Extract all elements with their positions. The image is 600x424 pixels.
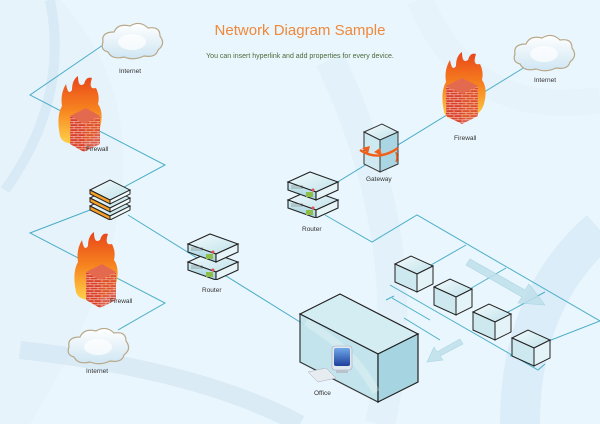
box-icon [393, 255, 435, 293]
internet-top-left-label: Internet [119, 68, 142, 75]
office[interactable] [296, 292, 422, 409]
connector-router-backbone [324, 214, 600, 357]
internet-right-label: Internet [534, 77, 557, 84]
gateway[interactable] [358, 122, 402, 179]
flow-arrow-right [465, 258, 546, 306]
cloud-icon [101, 22, 164, 60]
box-icon [510, 329, 552, 367]
router-icon [186, 233, 240, 281]
switch-stack[interactable] [88, 176, 132, 225]
router-upper[interactable] [286, 170, 340, 223]
workstation-box-2[interactable] [432, 277, 476, 322]
router-center[interactable] [186, 232, 240, 285]
router-center-label: Router [202, 287, 222, 294]
office-building-icon [298, 293, 420, 403]
firewall-right-label: Firewall [454, 135, 477, 142]
workstation-box-1[interactable] [393, 254, 437, 299]
firewall-bottom-left[interactable] [72, 232, 122, 313]
switch-stack-icon [88, 179, 132, 221]
router-upper-label: Router [302, 226, 322, 233]
connector-router-gateway-firewall-internet [304, 66, 526, 203]
office-label: Office [314, 390, 331, 397]
internet-top-left[interactable] [98, 20, 166, 69]
internet-right[interactable] [510, 32, 578, 81]
internet-bottom-left[interactable] [64, 325, 132, 374]
page-title: Network Diagram Sample [214, 22, 386, 39]
page-subtitle: You can insert hyperlink and add propert… [206, 53, 394, 60]
internet-bottom-left-label: Internet [86, 368, 109, 375]
box-icon [471, 303, 513, 341]
cloud-icon [67, 327, 130, 365]
workstation-box-4[interactable] [510, 328, 554, 373]
firewall-bottom-left-label: Firewall [110, 298, 133, 305]
box-icon [432, 278, 474, 316]
firewall-top-left-label: Firewall [86, 146, 109, 153]
cloud-icon [513, 34, 576, 72]
firewall-icon [74, 232, 118, 308]
workstation-box-3[interactable] [471, 302, 515, 347]
firewall-top-left[interactable] [56, 76, 106, 157]
flow-arrow-left [426, 338, 464, 363]
gateway-icon [359, 123, 400, 173]
firewall-icon [442, 52, 486, 124]
router-icon [286, 171, 340, 219]
gateway-label: Gateway [366, 176, 392, 183]
firewall-right[interactable] [440, 52, 490, 133]
firewall-icon [58, 76, 102, 152]
